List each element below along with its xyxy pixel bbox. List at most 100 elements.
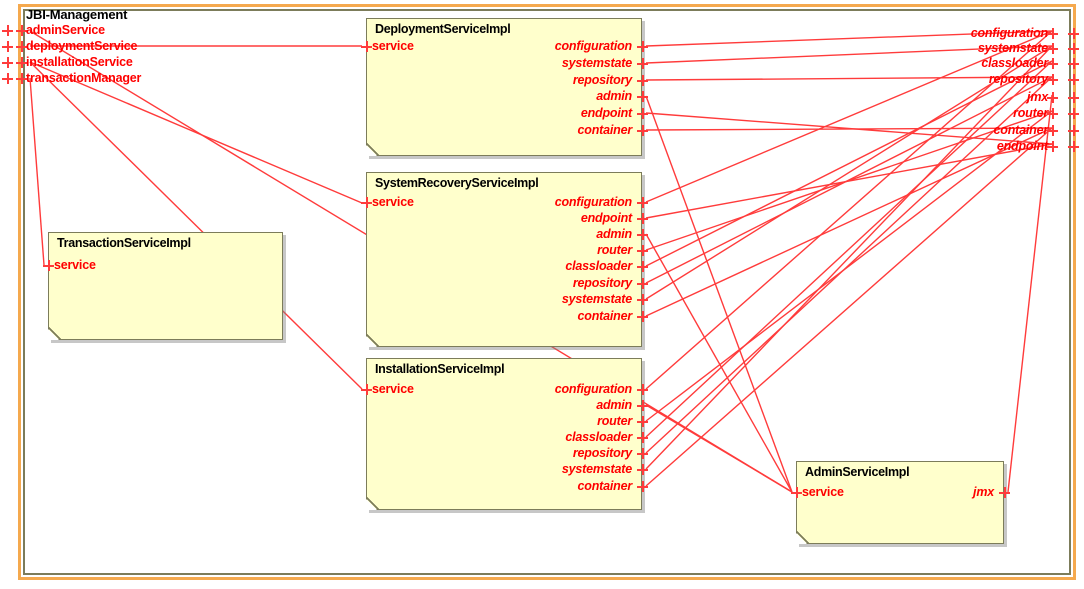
composite-frame-outer <box>18 4 1076 580</box>
frame-port-marker-inner[interactable] <box>1047 43 1058 54</box>
frame-port-marker-outer[interactable] <box>2 41 13 52</box>
component-required-port-label[interactable]: repository <box>572 73 632 87</box>
component-port-marker[interactable] <box>637 448 648 459</box>
component-port-marker[interactable] <box>637 213 648 224</box>
component-required-port-label[interactable]: container <box>577 479 633 493</box>
component-provided-port-label[interactable]: service <box>54 258 96 272</box>
component-required-port-label[interactable]: systemstate <box>561 462 632 476</box>
frame-port-marker-inner[interactable] <box>16 25 27 36</box>
frame-port-marker-outer[interactable] <box>2 25 13 36</box>
frame-required-port-label[interactable]: jmx <box>1027 90 1048 104</box>
component-port-marker[interactable] <box>637 278 648 289</box>
frame-port-marker-outer[interactable] <box>1068 43 1079 54</box>
component-deployment[interactable]: DeploymentServiceImpl <box>366 18 642 156</box>
component-port-marker[interactable] <box>637 311 648 322</box>
component-required-port-label[interactable]: router <box>597 414 632 428</box>
component-port-marker[interactable] <box>361 197 372 208</box>
component-port-marker[interactable] <box>999 487 1010 498</box>
frame-port-marker-outer[interactable] <box>1068 92 1079 103</box>
component-transaction[interactable]: TransactionServiceImpl <box>48 232 283 340</box>
frame-required-port-label[interactable]: repository <box>988 72 1048 86</box>
component-port-marker[interactable] <box>791 487 802 498</box>
component-required-port-label[interactable]: classloader <box>565 259 632 273</box>
component-provided-port-label[interactable]: service <box>802 485 844 499</box>
component-port-marker[interactable] <box>637 245 648 256</box>
frame-port-marker-inner[interactable] <box>1047 141 1058 152</box>
frame-port-marker-inner[interactable] <box>1047 58 1058 69</box>
frame-required-port-label[interactable]: container <box>993 123 1049 137</box>
frame-port-marker-outer[interactable] <box>1068 28 1079 39</box>
frame-port-marker-inner[interactable] <box>16 57 27 68</box>
component-required-port-label[interactable]: classloader <box>565 430 632 444</box>
component-port-marker[interactable] <box>361 384 372 395</box>
component-required-port-label[interactable]: systemstate <box>561 56 632 70</box>
component-provided-port-label[interactable]: service <box>372 195 414 209</box>
component-required-port-label[interactable]: repository <box>572 446 632 460</box>
component-port-marker[interactable] <box>637 294 648 305</box>
frame-provided-port-label[interactable]: installationService <box>26 55 133 69</box>
component-port-marker[interactable] <box>637 125 648 136</box>
component-required-port-label[interactable]: configuration <box>554 195 632 209</box>
frame-port-marker-inner[interactable] <box>1047 92 1058 103</box>
frame-port-marker-inner[interactable] <box>1047 74 1058 85</box>
frame-port-marker-inner[interactable] <box>16 73 27 84</box>
component-required-port-label[interactable]: endpoint <box>580 106 632 120</box>
component-title: InstallationServiceImpl <box>375 362 505 376</box>
component-port-marker[interactable] <box>637 58 648 69</box>
component-installation[interactable]: InstallationServiceImpl <box>366 358 642 510</box>
component-required-port-label[interactable]: container <box>577 123 633 137</box>
component-port-marker[interactable] <box>637 229 648 240</box>
component-provided-port-label[interactable]: service <box>372 39 414 53</box>
frame-required-port-label[interactable]: configuration <box>970 26 1048 40</box>
component-corner-notch-edge <box>366 143 379 156</box>
component-provided-port-label[interactable]: service <box>372 382 414 396</box>
frame-provided-port-label[interactable]: transactionManager <box>26 71 142 85</box>
component-port-marker[interactable] <box>637 384 648 395</box>
frame-required-port-label[interactable]: classloader <box>981 56 1048 70</box>
component-port-marker[interactable] <box>637 197 648 208</box>
component-required-port-label[interactable]: configuration <box>554 39 632 53</box>
component-corner-notch-edge <box>796 531 809 544</box>
component-port-marker[interactable] <box>361 41 372 52</box>
frame-required-port-label[interactable]: systemstate <box>977 41 1048 55</box>
frame-port-marker-outer[interactable] <box>1068 74 1079 85</box>
frame-port-marker-inner[interactable] <box>1047 108 1058 119</box>
frame-required-port-label[interactable]: endpoint <box>996 139 1048 153</box>
frame-port-marker-outer[interactable] <box>1068 58 1079 69</box>
frame-port-marker-inner[interactable] <box>1047 28 1058 39</box>
component-port-marker[interactable] <box>637 75 648 86</box>
component-required-port-label[interactable]: admin <box>596 398 632 412</box>
component-admin[interactable]: AdminServiceImpl <box>796 461 1004 544</box>
component-port-marker[interactable] <box>637 91 648 102</box>
frame-provided-port-label[interactable]: deploymentService <box>26 39 138 53</box>
component-port-marker[interactable] <box>637 432 648 443</box>
component-port-marker[interactable] <box>637 464 648 475</box>
component-required-port-label[interactable]: admin <box>596 89 632 103</box>
frame-port-marker-inner[interactable] <box>16 41 27 52</box>
frame-port-marker-inner[interactable] <box>1047 125 1058 136</box>
component-required-port-label[interactable]: repository <box>572 276 632 290</box>
component-required-port-label[interactable]: endpoint <box>580 211 632 225</box>
component-port-marker[interactable] <box>637 41 648 52</box>
frame-provided-port-label[interactable]: adminService <box>26 23 105 37</box>
frame-port-marker-outer[interactable] <box>1068 141 1079 152</box>
frame-port-marker-outer[interactable] <box>1068 108 1079 119</box>
component-port-marker[interactable] <box>637 400 648 411</box>
component-required-port-label[interactable]: configuration <box>554 382 632 396</box>
frame-port-marker-outer[interactable] <box>2 57 13 68</box>
component-port-marker[interactable] <box>43 260 54 271</box>
component-port-marker[interactable] <box>637 481 648 492</box>
component-required-port-label[interactable]: router <box>597 243 632 257</box>
component-recovery[interactable]: SystemRecoveryServiceImpl <box>366 172 642 347</box>
component-required-port-label[interactable]: systemstate <box>561 292 632 306</box>
component-required-port-label[interactable]: container <box>577 309 633 323</box>
component-port-marker[interactable] <box>637 416 648 427</box>
component-required-port-label[interactable]: jmx <box>973 485 994 499</box>
component-title: DeploymentServiceImpl <box>375 22 511 36</box>
component-required-port-label[interactable]: admin <box>596 227 632 241</box>
frame-port-marker-outer[interactable] <box>2 73 13 84</box>
component-port-marker[interactable] <box>637 261 648 272</box>
component-port-marker[interactable] <box>637 108 648 119</box>
frame-port-marker-outer[interactable] <box>1068 125 1079 136</box>
frame-required-port-label[interactable]: router <box>1013 106 1048 120</box>
